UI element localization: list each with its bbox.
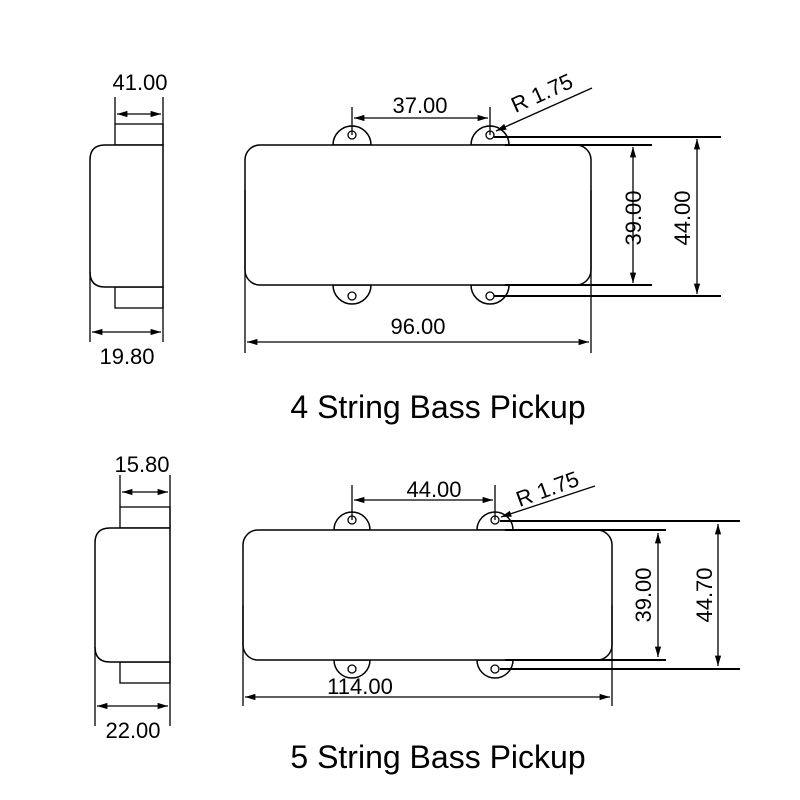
dim-mount-spacing: 44.00 [406,477,461,502]
top-view: 44.00 R 1.75 39.00 44.70 114.00 [242,466,740,706]
pickup-title: 4 String Bass Pickup [290,389,585,425]
side-view: 41.00 19.80 [89,70,168,369]
dim-hole-radius: R 1.75 [513,466,582,512]
pickup-title: 5 String Bass Pickup [290,739,585,775]
dim-side-top-width: 15.80 [114,452,169,477]
side-view: 15.80 22.00 [94,452,171,743]
dim-mount-spacing: 37.00 [392,93,447,118]
dim-body-width: 39.00 [631,567,656,622]
dim-body-width: 39.00 [621,190,646,245]
dim-side-top-width: 41.00 [112,70,167,95]
top-view: 37.00 R 1.75 39.00 44.00 96.00 [244,69,721,353]
dim-length: 114.00 [327,674,393,699]
dim-side-depth: 19.80 [99,344,154,369]
dim-overall-width: 44.00 [670,190,695,245]
pickup-4-string: 41.00 19.80 37.00 R 1.75 3 [89,69,721,425]
pickup-5-string: 15.80 22.00 44.00 R 1.75 3 [94,452,740,775]
dim-overall-width: 44.70 [692,567,717,622]
dim-side-depth: 22.00 [105,718,160,743]
dim-length: 96.00 [390,314,445,339]
